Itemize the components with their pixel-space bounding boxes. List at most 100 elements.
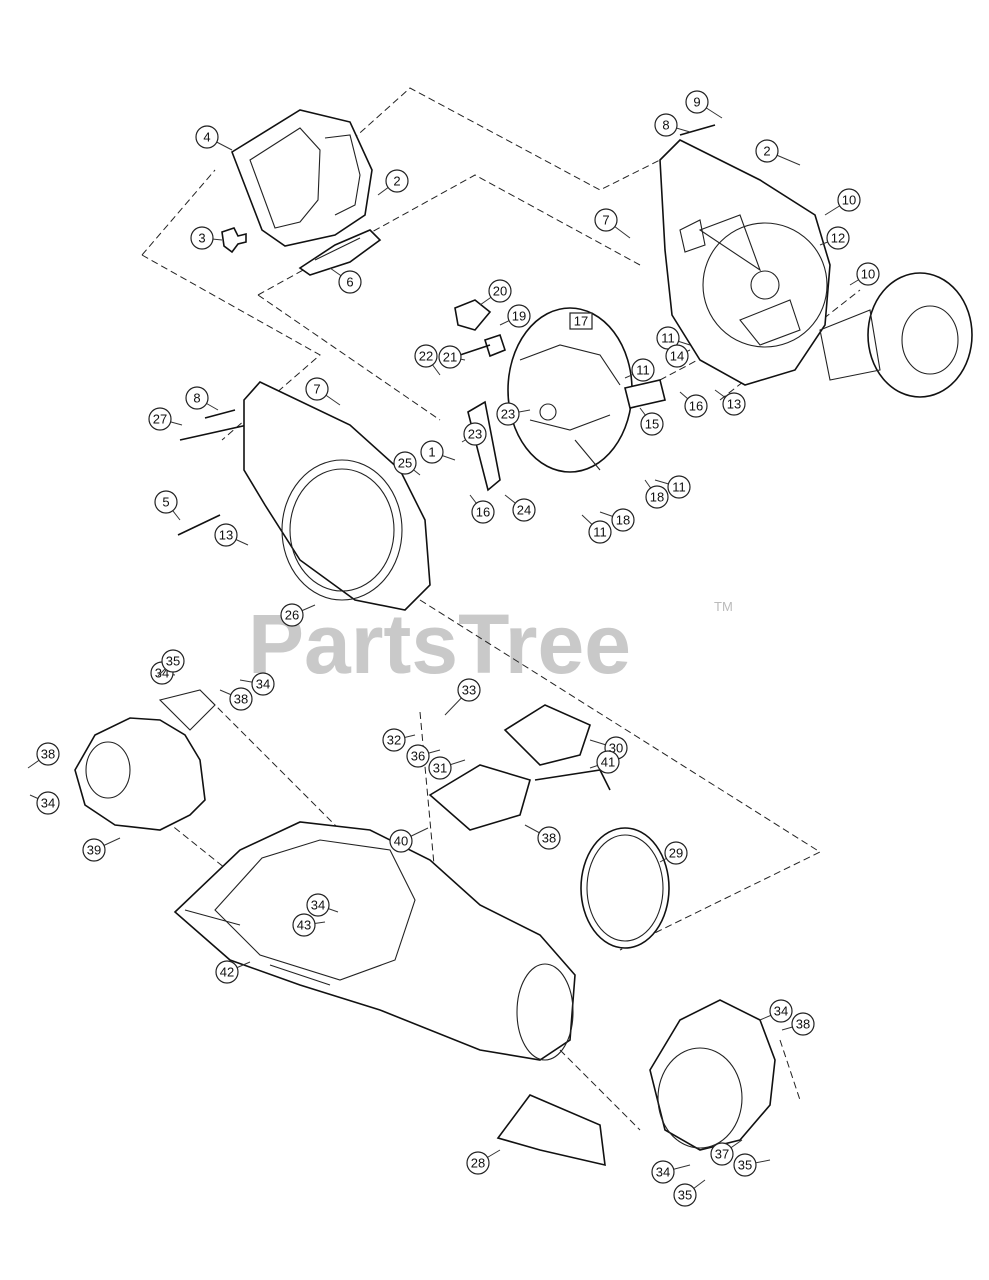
callout-circle	[665, 344, 689, 368]
callout-circle	[856, 262, 880, 286]
callout-circle	[292, 913, 316, 937]
callout-number: 21	[443, 350, 457, 365]
callout-number: 13	[219, 528, 233, 543]
callout-31: 31	[428, 756, 466, 780]
callout-number: 39	[87, 843, 101, 858]
callout-38: 38	[219, 687, 253, 711]
callout-number: 10	[842, 193, 856, 208]
callout-number: 9	[693, 95, 700, 110]
callout-circle	[755, 139, 779, 163]
callout-circle	[406, 744, 430, 768]
callout-34: 34	[29, 791, 60, 815]
callout-circle	[837, 188, 861, 212]
callout-circle	[651, 1160, 675, 1184]
callout-circle	[438, 345, 462, 369]
callout-36: 36	[406, 744, 441, 768]
callout-number: 12	[831, 231, 845, 246]
bracket-part-30	[503, 704, 591, 766]
callout-16: 16	[469, 494, 495, 524]
callout-circle	[611, 508, 635, 532]
boxed-callout: 17	[569, 312, 593, 330]
callout-34: 34	[759, 999, 793, 1023]
callout-circle	[710, 1142, 734, 1166]
callout-number: 35	[738, 1158, 752, 1173]
callout-circle	[428, 756, 452, 780]
callout-42: 42	[215, 960, 251, 984]
callout-number: 10	[861, 267, 875, 282]
callout-number: 35	[678, 1188, 692, 1203]
callout-number: 38	[41, 747, 55, 762]
callout-3: 3	[190, 226, 223, 250]
callout-7: 7	[305, 377, 341, 406]
callout-28: 28	[466, 1149, 501, 1175]
callout-number: 27	[153, 412, 167, 427]
side-housing-right	[649, 999, 776, 1151]
callout-8: 8	[654, 113, 691, 137]
callout-number: 19	[512, 309, 526, 324]
callout-circle	[251, 672, 275, 696]
callout-number: 16	[689, 399, 703, 414]
callout-circle	[420, 440, 444, 464]
callout-number: 13	[727, 397, 741, 412]
wheel-upper	[819, 272, 973, 398]
callout-2: 2	[755, 139, 801, 166]
callout-number: 35	[166, 654, 180, 669]
callout-6: 6	[329, 267, 362, 294]
impeller-part-17	[507, 307, 633, 473]
callout-circle	[684, 394, 708, 418]
callout-25: 25	[393, 451, 421, 476]
callout-number: 6	[346, 275, 353, 290]
callout-number: 22	[419, 349, 433, 364]
callout-number: 34	[311, 898, 325, 913]
callout-35: 35	[733, 1153, 771, 1177]
callout-circle	[645, 485, 669, 509]
callout-circle	[685, 90, 709, 114]
callout-18: 18	[644, 479, 669, 509]
callout-number: 38	[542, 831, 556, 846]
callout-16: 16	[679, 391, 708, 418]
watermark-tm: TM	[714, 599, 733, 614]
callout-circle	[190, 226, 214, 250]
callout-number: 1	[428, 445, 435, 460]
callout-number: 7	[313, 382, 320, 397]
callout-circle	[631, 358, 655, 382]
callout-circle	[306, 893, 330, 917]
callout-number: 42	[220, 965, 234, 980]
callout-1: 1	[420, 440, 456, 464]
callout-35: 35	[157, 649, 185, 677]
callout-11: 11	[581, 514, 612, 544]
callout-number: 2	[763, 144, 770, 159]
callout-number: 43	[297, 918, 311, 933]
callout-number: 24	[517, 503, 531, 518]
callout-34: 34	[651, 1160, 691, 1184]
callout-circle	[667, 475, 691, 499]
callout-24: 24	[504, 494, 536, 522]
callout-number: 37	[715, 1147, 729, 1162]
plate-part-40	[428, 764, 531, 831]
callout-12: 12	[819, 226, 850, 250]
callout-11: 11	[624, 358, 655, 382]
callout-circle	[733, 1153, 757, 1177]
callout-number: 41	[601, 755, 615, 770]
callout-38: 38	[781, 1012, 815, 1036]
callout-34: 34	[306, 893, 339, 917]
callout-circle	[414, 344, 438, 368]
callout-37: 37	[710, 1139, 743, 1166]
callout-number: 4	[203, 130, 210, 145]
gasket-part-29	[580, 827, 670, 949]
callout-number: 11	[593, 525, 607, 540]
callout-number: 3	[198, 231, 205, 246]
callout-labels: 1223456778891010111111111213131415161618…	[27, 90, 880, 1207]
callout-9: 9	[685, 90, 723, 119]
callout-number: 11	[672, 480, 686, 495]
side-housing-part-39	[74, 689, 216, 831]
callout-circle	[654, 113, 678, 137]
callout-number: 7	[602, 213, 609, 228]
callout-10: 10	[824, 188, 861, 216]
callout-circle	[512, 498, 536, 522]
bracket-part-6	[298, 229, 382, 276]
callout-circle	[280, 603, 304, 627]
callout-29: 29	[659, 841, 688, 865]
callout-33: 33	[444, 678, 481, 716]
